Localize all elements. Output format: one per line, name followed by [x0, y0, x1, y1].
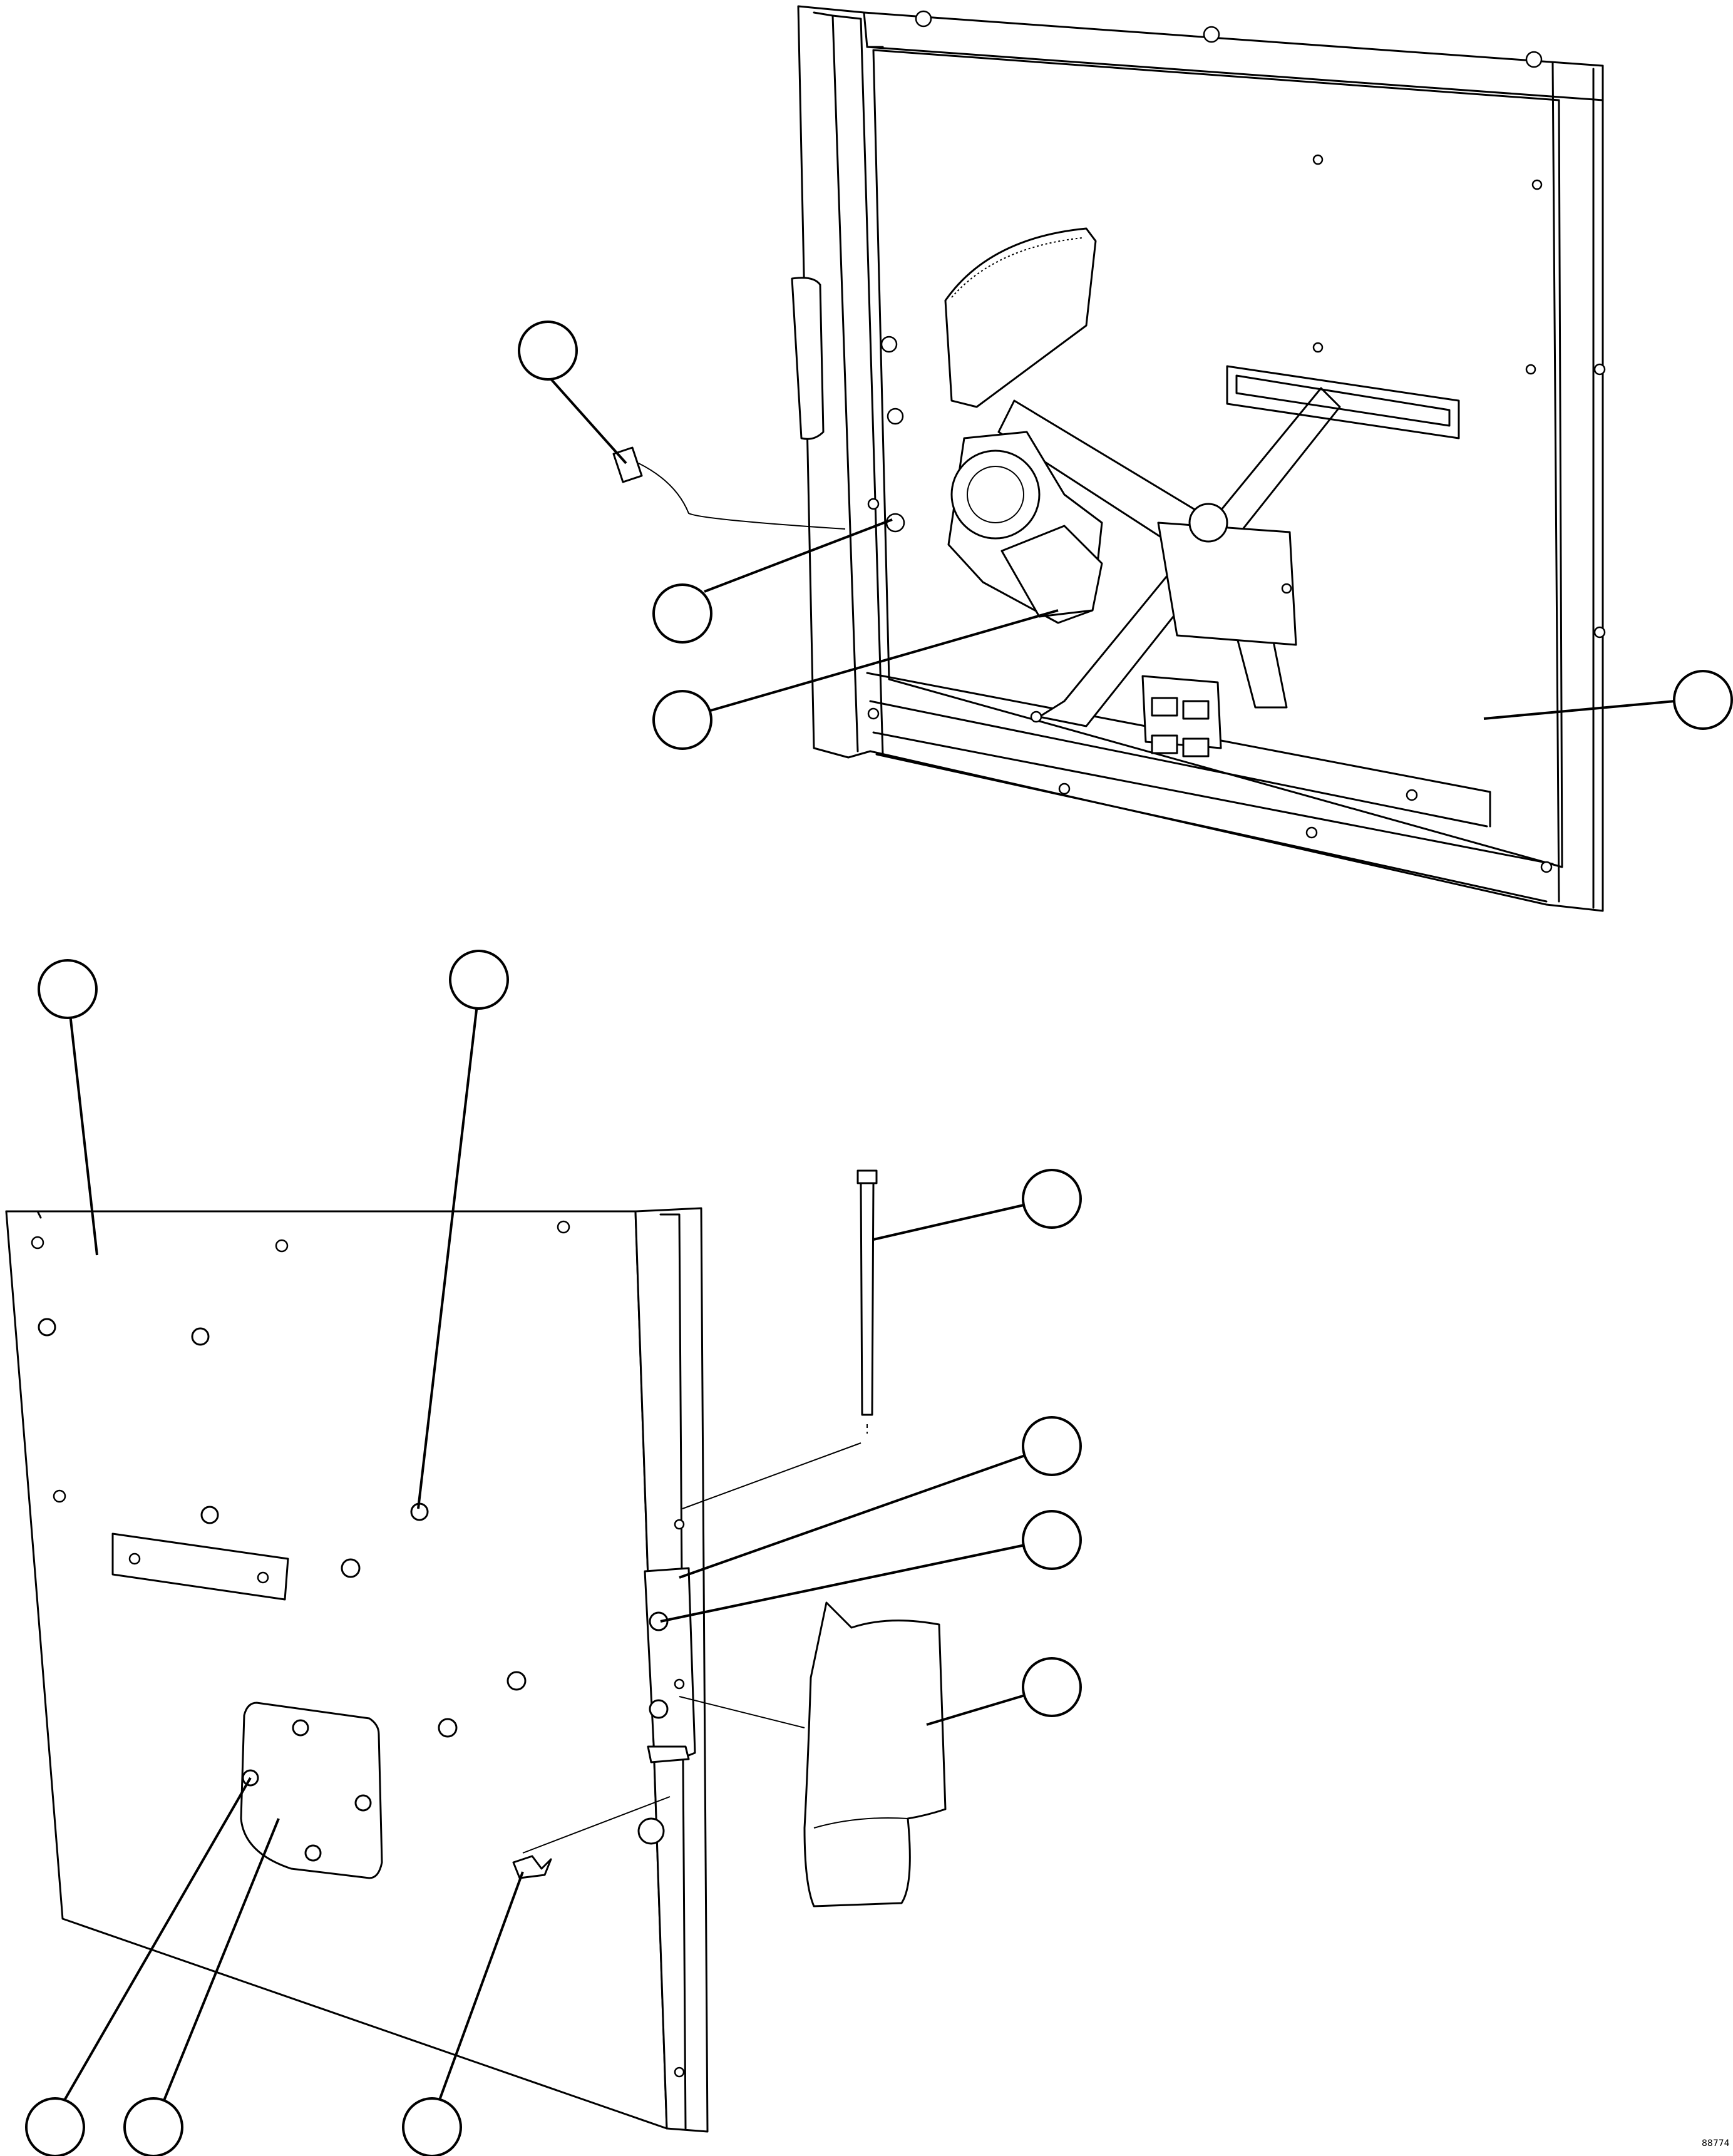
callout-bottom-door-panel: [38, 959, 98, 1256]
callout-hinge-boot: [926, 1657, 1082, 1726]
callout-access-cover-screw: [25, 1777, 252, 2156]
callout-hinge-pin: [873, 1169, 1082, 1241]
callout-top-door-inner-panel: [1483, 670, 1733, 730]
drawing-code: 88774: [1702, 2138, 1730, 2148]
callout-top-window-regulator-motor: [652, 609, 1059, 750]
door-frame-assembly: [612, 5, 1606, 912]
callout-top-grommet: [652, 518, 893, 644]
door-panel-assembly: [5, 1169, 947, 2133]
callout-retaining-clip: [402, 1871, 524, 2156]
callout-access-cover-plate: [123, 1818, 280, 2156]
callout-top-harness-connector: [518, 321, 627, 465]
callout-hinge-bolt: [660, 1510, 1082, 1623]
callout-hinge-bracket-upper: [679, 1416, 1082, 1579]
callout-bottom-panel-fastener: [417, 950, 509, 1509]
